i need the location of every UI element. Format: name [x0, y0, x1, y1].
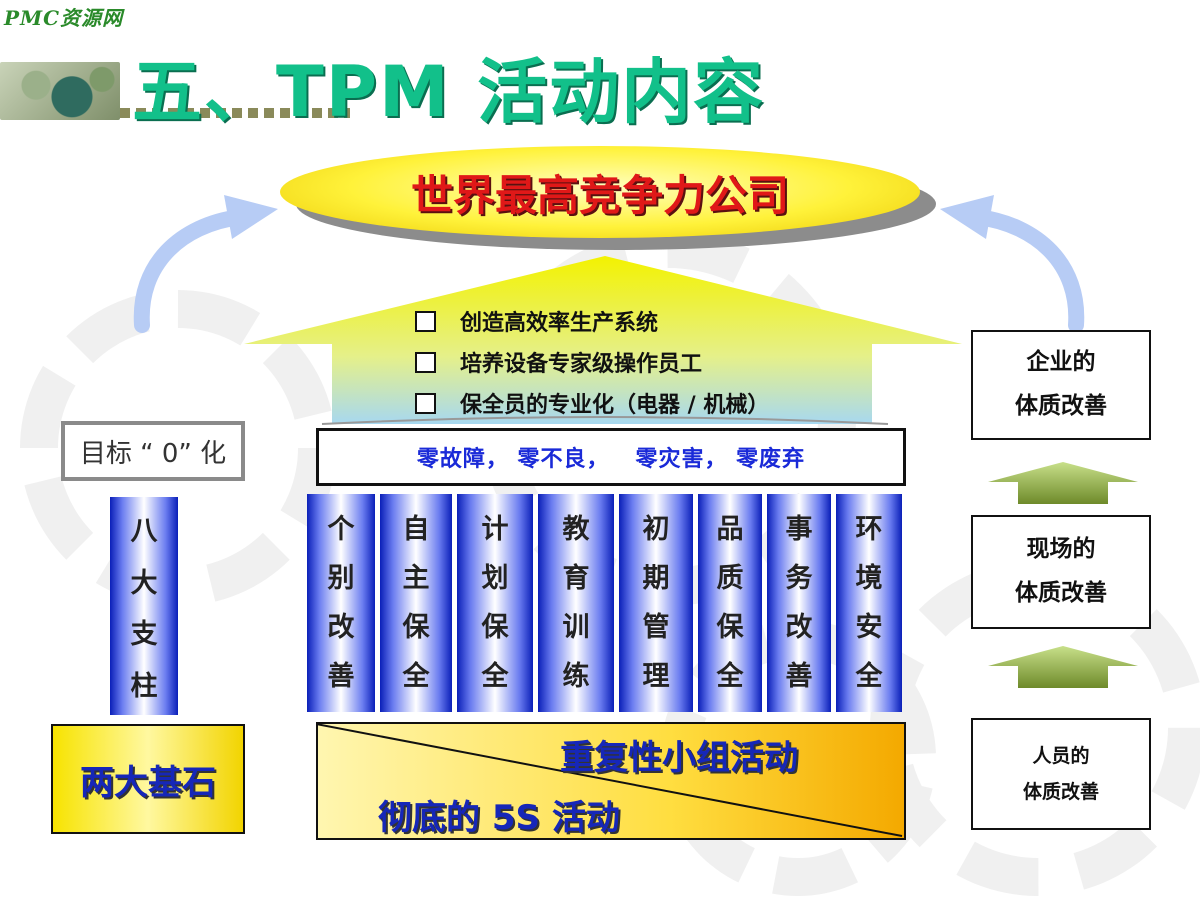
enterprise-improvement-box: 企业的体质改善 [971, 330, 1151, 440]
up-arrow-icon-1 [988, 462, 1138, 504]
pillar-1: 个别改善 [307, 494, 375, 712]
pillar-2: 自主保全 [380, 494, 452, 712]
goal-text: 世界最高竞争力公司 [410, 170, 789, 220]
arrow-item-3: 保全员的专业化（电器 / 机械） [415, 387, 769, 419]
pillar-8: 环境安全 [836, 494, 902, 712]
pillar-4: 教育训练 [538, 494, 614, 712]
checkbox-icon [415, 311, 436, 332]
arrow-item-1: 创造高效率生产系统 [415, 305, 658, 337]
foundation-top-text: 重复性小组活动 [560, 738, 798, 778]
pillar-3: 计划保全 [457, 494, 533, 712]
pillar-5: 初期管理 [619, 494, 693, 712]
zero-goal-box: 目标 “ 0” 化 [61, 421, 245, 481]
foundation-diagonal [316, 723, 903, 837]
big-up-arrow [244, 256, 962, 425]
curved-arrow-right-icon [940, 195, 1085, 333]
zero-goals-text: 零故障， 零不良， 零灾害， 零废弃 [416, 447, 806, 472]
up-arrow-icon-2 [988, 646, 1138, 688]
eight-pillars-label: 八大支柱 [110, 497, 178, 715]
header-divider [120, 108, 350, 118]
checkbox-icon [415, 352, 436, 373]
site-improvement-box: 现场的体质改善 [971, 515, 1151, 629]
logo-text: PMC资源网 [4, 6, 124, 30]
zero-goals-banner: 零故障， 零不良， 零灾害， 零废弃 [316, 428, 906, 486]
pillar-6: 品质保全 [698, 494, 762, 712]
arrow-item-2: 培养设备专家级操作员工 [415, 346, 702, 378]
logo-image [0, 62, 120, 120]
goal-ellipse: 世界最高竞争力公司 [280, 146, 920, 238]
two-bases-label: 两大基石 [51, 724, 245, 834]
page-title: 五、TPM 活动内容 [132, 51, 766, 133]
checkbox-icon [415, 393, 436, 414]
pillar-7: 事务改善 [767, 494, 831, 712]
foundation-bottom-text: 彻底的 5S 活动 [378, 798, 620, 838]
people-improvement-box: 人员的体质改善 [971, 718, 1151, 830]
curved-arrow-left-icon [133, 195, 278, 333]
